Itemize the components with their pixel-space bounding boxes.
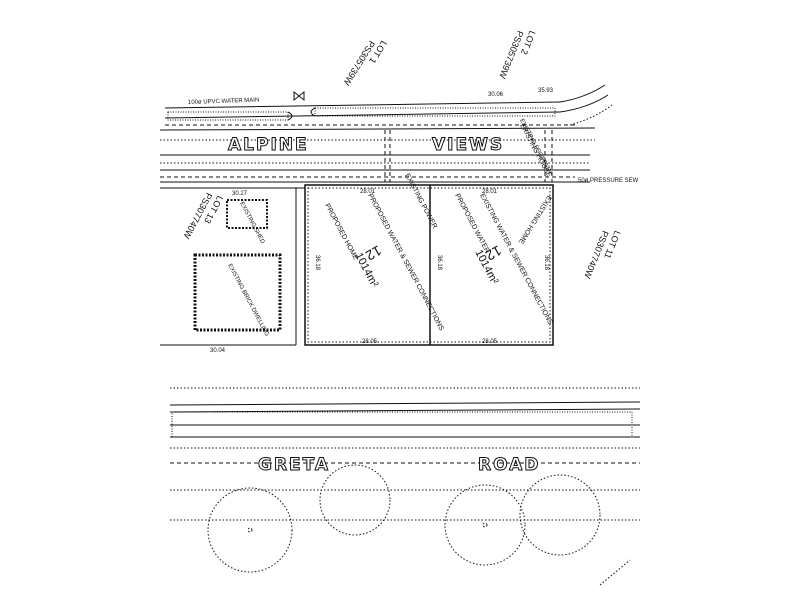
lot-11-label: LOT 11 PS307740W <box>582 229 622 280</box>
left-pit-note: PROPOSED WATER & SEWER CONNECTIONS <box>366 193 445 333</box>
lot13-dim-bottom: 30.04 <box>210 348 226 354</box>
pressure-sewer-label: 50ø PRESSURE SEW <box>578 178 639 184</box>
dim-side-mid: 36.18 <box>436 255 442 271</box>
left-lot-note: PROPOSED HOME <box>323 203 359 262</box>
dim-side-right: 36.18 <box>543 255 549 271</box>
svg-text:PS305739W: PS305739W <box>341 39 377 88</box>
road-name-road: ROAD <box>478 455 540 475</box>
new-lots: 28.01 28.01 28.05 28.05 36.18 36.18 36.1… <box>304 123 554 346</box>
shed-note: EXISTING SHED <box>238 201 265 245</box>
road-dim-top: 30.06 <box>488 92 504 98</box>
right-lot-note: EXISTING HOME <box>517 194 553 245</box>
lot-13-label: LOT 13 PS307740W <box>181 191 225 241</box>
greta-road: GRETA ROAD <box>169 387 641 586</box>
lot-2-label: LOT 2 PS305739W <box>497 29 537 80</box>
road-name-alpine: ALPINE <box>228 135 309 155</box>
road-name-views: VIEWS <box>432 135 504 155</box>
lot13-dim-top: 30.27 <box>232 191 248 197</box>
dim-bottom-left: 28.05 <box>362 339 378 345</box>
lot-13-structures: 30.27 30.04 EXISTING SHED EXISTING BRICK… <box>160 187 305 354</box>
dim-side-left: 36.18 <box>314 255 320 271</box>
road-name-greta: GRETA <box>258 455 330 475</box>
water-main-label: 100ø UPVC WATER MAIN <box>188 98 260 106</box>
left-lot-number: 12 <box>363 242 385 264</box>
lot-1-label: LOT 1 PS305739W <box>341 39 389 88</box>
right-lot-number: 12 <box>483 242 505 264</box>
dim-top-left: 28.01 <box>360 189 376 195</box>
dim-top-right: 28.01 <box>482 189 498 195</box>
road-dim-top-2: 35.93 <box>538 88 554 94</box>
svg-text:PS305739W: PS305739W <box>497 29 525 80</box>
alpine-views-road: ALPINE VIEWS 100ø UPVC WATER MAIN 50ø PR… <box>159 84 639 184</box>
dim-bottom-right: 28.05 <box>482 339 498 345</box>
pit-mid-note: EXISTING POWER <box>403 173 438 230</box>
brick-dwelling-note: EXISTING BRICK DWELLING <box>226 263 269 338</box>
